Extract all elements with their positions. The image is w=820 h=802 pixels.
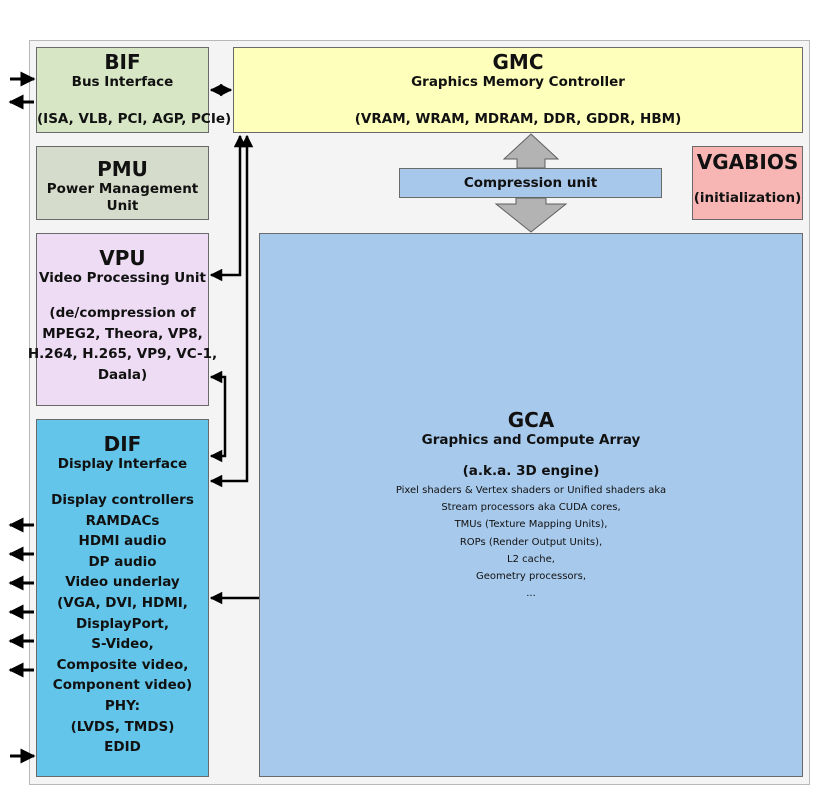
dif-block: DIF Display Interface Display controller… xyxy=(36,419,209,777)
bif-subtitle: Bus Interface xyxy=(71,74,174,90)
dif-feature-line: DisplayPort, xyxy=(75,615,170,632)
bif-bus-list: (ISA, VLB, PCI, AGP, PCIe) xyxy=(37,111,232,127)
bif-block: BIF Bus Interface (ISA, VLB, PCI, AGP, P… xyxy=(36,47,232,133)
dif-feature-line: EDID xyxy=(104,739,141,756)
dif-feature-line: Video underlay xyxy=(65,574,180,591)
gmc-memory-types: (VRAM, WRAM, MDRAM, DDR, GDDR, HBM) xyxy=(354,111,682,127)
dif-feature-line: (VGA, DVI, HDMI, xyxy=(57,594,188,611)
vgabios-block: VGABIOS (initialization) xyxy=(692,146,803,220)
gca-detail-line: Geometry processors, xyxy=(475,571,587,583)
pmu-subtitle-line-2: Unit xyxy=(106,198,139,214)
dif-feature-line: S-Video, xyxy=(91,636,154,653)
vgabios-title: VGABIOS xyxy=(696,150,799,174)
vpu-codec-line: MPEG2, Theora, VP8, xyxy=(42,325,203,342)
dif-feature-line: Composite video, xyxy=(56,656,189,673)
pmu-block: PMU Power Management Unit xyxy=(36,146,209,220)
gca-aka: (a.k.a. 3D engine) xyxy=(462,463,600,479)
gmc-subtitle: Graphics Memory Controller xyxy=(411,74,625,90)
gca-detail-line: Stream processors aka CUDA cores, xyxy=(441,502,621,514)
gca-detail-line: Pixel shaders & Vertex shaders or Unifie… xyxy=(395,485,667,496)
gca-title: GCA xyxy=(507,408,555,432)
vpu-dif-link xyxy=(209,370,227,463)
dif-subtitle: Display Interface xyxy=(57,456,188,472)
dif-feature-line: (LVDS, TMDS) xyxy=(70,718,175,735)
vpu-block: VPU Video Processing Unit (de/compressio… xyxy=(28,233,217,406)
vpu-codec-line: Daala) xyxy=(97,366,148,383)
dif-feature-line: DP audio xyxy=(88,553,157,570)
dif-feature-line: RAMDACs xyxy=(85,512,160,529)
dif-title: DIF xyxy=(103,432,142,456)
dif-feature-line: HDMI audio xyxy=(78,533,167,550)
compression-unit-block: Compression unit xyxy=(399,168,662,198)
dif-feature-line: PHY: xyxy=(104,697,141,714)
vpu-title: VPU xyxy=(99,246,146,270)
gmc-dif-link xyxy=(209,134,254,488)
pmu-title: PMU xyxy=(97,157,148,181)
gca-subtitle: Graphics and Compute Array xyxy=(421,432,641,448)
gmc-compression-hollow-arrow xyxy=(502,133,560,169)
pmu-subtitle-line-1: Power Management xyxy=(46,181,199,197)
gca-detail-line: TMUs (Texture Mapping Units), xyxy=(454,519,608,531)
vpu-codec-line: H.264, H.265, VP9, VC-1, xyxy=(27,346,218,363)
gca-detail-line: ROPs (Render Output Units), xyxy=(459,536,603,548)
gca-detail-line: ... xyxy=(526,588,536,600)
vpu-codec-line: (de/compression of xyxy=(49,305,196,321)
bif-title: BIF xyxy=(104,50,141,74)
dif-feature-line: Component video) xyxy=(52,677,193,694)
vgabios-note: (initialization) xyxy=(693,190,802,206)
gca-detail-line: L2 cache, xyxy=(507,553,555,565)
compression-unit-label: Compression unit xyxy=(463,175,598,191)
dif-feature-line: Display controllers xyxy=(51,492,194,508)
compression-gca-hollow-arrow xyxy=(494,197,568,233)
gca-block: GCA Graphics and Compute Array (a.k.a. 3… xyxy=(259,233,803,777)
gmc-block: GMC Graphics Memory Controller (VRAM, WR… xyxy=(233,47,803,133)
gmc-title: GMC xyxy=(492,50,544,74)
gmc-vpu-link xyxy=(209,134,247,282)
vpu-subtitle: Video Processing Unit xyxy=(39,270,206,286)
